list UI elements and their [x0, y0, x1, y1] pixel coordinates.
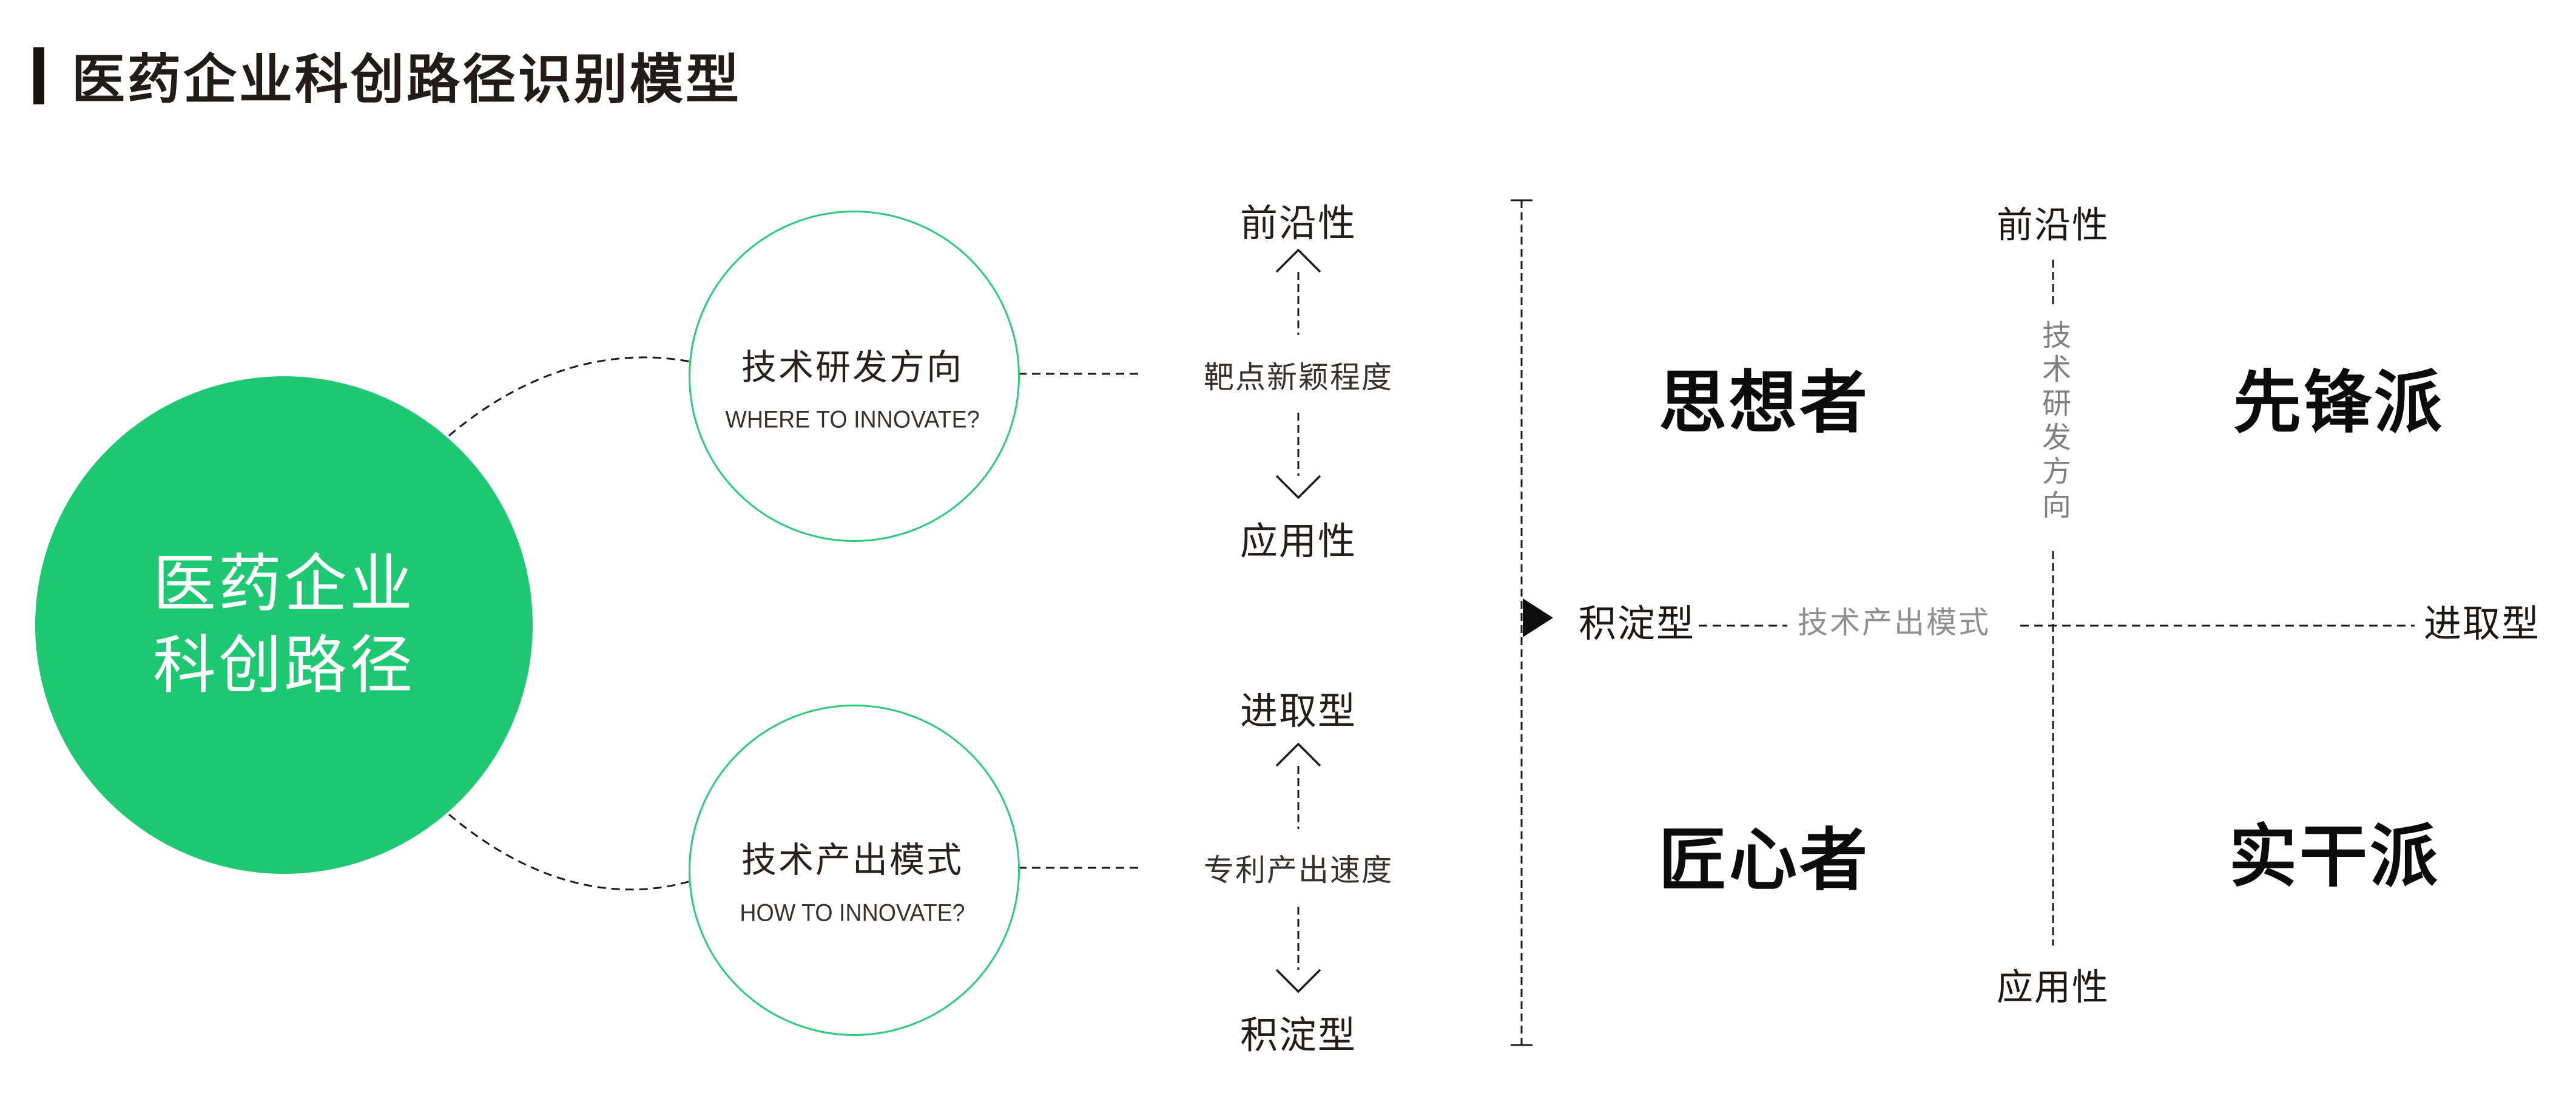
chevron-down-icon: [1275, 475, 1321, 499]
title-accent-bar: [33, 47, 44, 104]
hub-to-rd-connector: [448, 356, 691, 437]
factor-circle-rd-direction: [689, 211, 1020, 542]
factor-circle-output-mode: [689, 705, 1020, 1036]
triangle-right-icon: [1523, 598, 1553, 637]
hub-circle: 医药企业 科创路径: [35, 376, 533, 874]
page-title: 医药企业科创路径识别模型: [72, 49, 742, 110]
scale2-mid-label: 专利产出速度: [1204, 853, 1393, 887]
scale2-top-label: 进取型: [1239, 691, 1357, 732]
matrix-y-axis-label: 技术研发方向: [2037, 320, 2069, 524]
hub-line1: 医药企业: [152, 549, 415, 620]
factor-rd-label: 技术研发方向: [741, 348, 964, 387]
scale1-top-label: 前沿性: [1239, 203, 1357, 245]
scale2-bottom-label: 积淀型: [1239, 1015, 1357, 1057]
matrix-x-right-label: 进取型: [2423, 603, 2541, 645]
factor-output-label: 技术产出模式: [741, 841, 964, 880]
quadrant-top-right: 先锋派: [2233, 363, 2444, 442]
factor-output-sublabel: HOW TO INNOVATE?: [740, 899, 965, 927]
quadrant-bottom-right: 实干派: [2229, 817, 2440, 896]
hub-line2: 科创路径: [152, 631, 415, 701]
matrix-x-left-label: 积淀型: [1578, 603, 1696, 645]
scale1-mid-label: 靶点新颖程度: [1204, 360, 1393, 394]
quadrant-bottom-left: 匠心者: [1659, 820, 1870, 900]
chevron-up-icon: [1275, 248, 1321, 273]
hub-to-output-connector: [448, 813, 691, 891]
matrix-y-top-label: 前沿性: [1997, 205, 2109, 246]
factor-rd-sublabel: WHERE TO INNOVATE?: [725, 406, 980, 433]
chevron-down-icon: [1275, 969, 1321, 993]
matrix-x-axis-label: 技术产出模式: [1798, 606, 1991, 640]
chevron-up-icon: [1275, 742, 1321, 767]
matrix-y-bottom-label: 应用性: [1997, 967, 2109, 1008]
quadrant-top-left: 思想者: [1659, 363, 1870, 442]
scale1-bottom-label: 应用性: [1239, 521, 1357, 563]
